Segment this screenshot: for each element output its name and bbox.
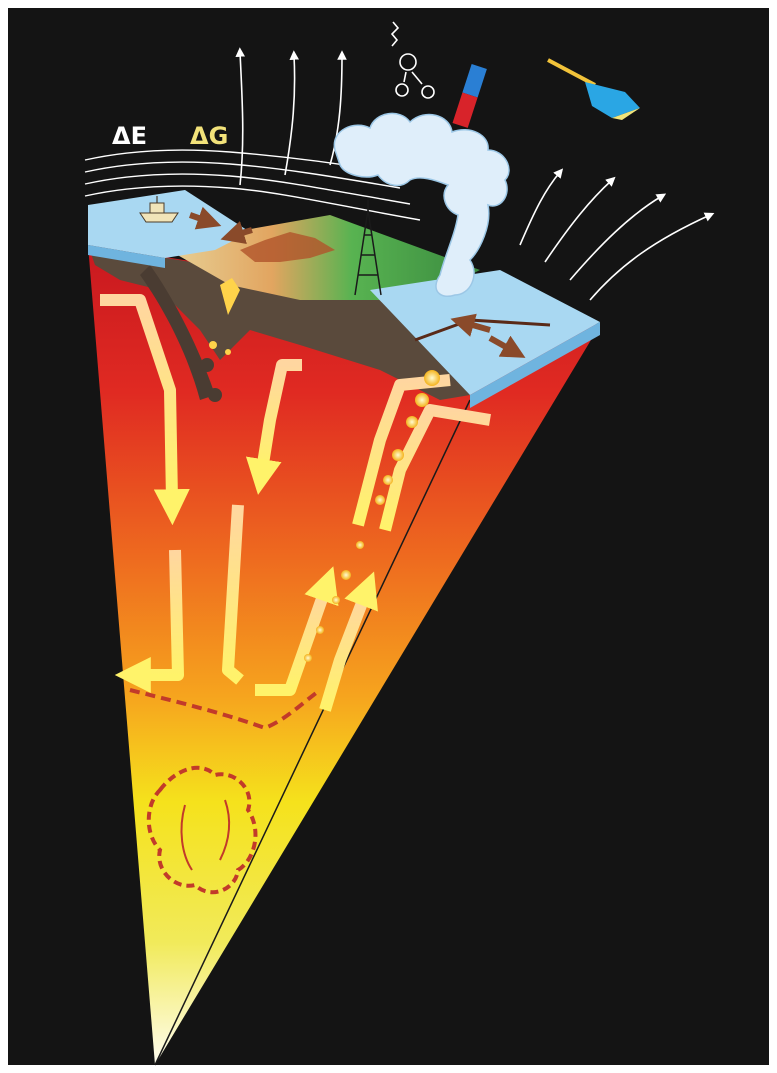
delta-e-label: ΔE [112, 122, 147, 150]
magma-drop [209, 341, 217, 349]
magma-blob [208, 388, 222, 402]
magma-drop [225, 349, 231, 355]
magma-blob [200, 358, 214, 372]
delta-g-label: ΔG [190, 122, 228, 150]
